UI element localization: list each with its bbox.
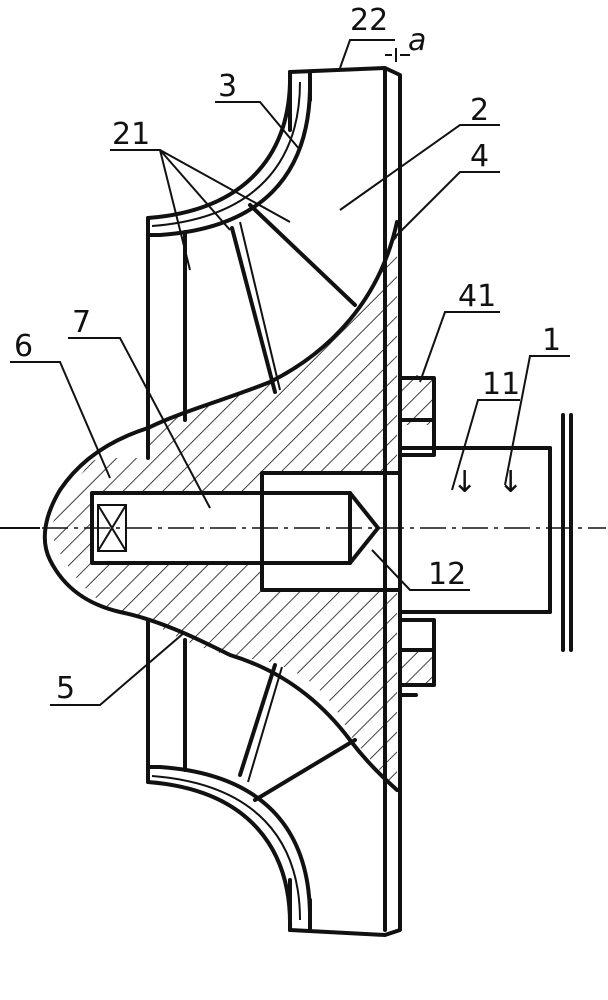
label-1: 1: [542, 323, 561, 358]
leader-41: [419, 311, 500, 383]
leader-7: [68, 337, 211, 509]
blade-top-2: [248, 203, 357, 307]
label-7: 7: [72, 305, 91, 340]
drive-shaft-outline: [398, 446, 552, 614]
label-21: 21: [112, 117, 150, 152]
blade-top-3: [239, 221, 281, 391]
leader-21: [110, 149, 291, 271]
front-shroud-bottom-outer: [146, 766, 293, 932]
label-2: 2: [470, 93, 489, 128]
front-shroud-top-inner: [146, 88, 312, 237]
leader-2: [339, 124, 500, 211]
label-11: 11: [482, 367, 520, 402]
label-3: 3: [218, 69, 237, 104]
label-41: 41: [458, 279, 496, 314]
shaft-mark-1: ↓: [452, 465, 477, 500]
blade-bottom-1: [238, 663, 277, 777]
front-shroud-bottom-mid: [151, 775, 301, 921]
blade-top-1: [230, 226, 277, 394]
bolt-head-cross: [97, 504, 127, 552]
leader-3: [215, 101, 301, 151]
seal-ring-bottom-section: [400, 650, 434, 685]
leader-5: [50, 631, 186, 706]
label-22: 22: [350, 3, 388, 38]
leader-22: [339, 39, 395, 69]
shaft-mark-2: ↓: [498, 465, 523, 500]
front-shroud-top-outer: [146, 70, 293, 234]
front-shroud-top-mid: [151, 81, 301, 227]
label-4: 4: [470, 139, 489, 174]
leader-4: [391, 171, 500, 241]
label-6: 6: [14, 329, 33, 364]
label-5: 5: [56, 671, 75, 706]
front-shroud-bottom-inner: [146, 765, 312, 914]
hub-profile: [42, 220, 399, 792]
leader-1: [504, 355, 570, 486]
label-a: a: [408, 23, 426, 58]
label-12: 12: [428, 557, 466, 592]
seal-ring-top-section: [400, 375, 434, 425]
blade-bottom-3: [247, 666, 283, 783]
leader-11: [451, 399, 520, 491]
leader-6: [10, 361, 111, 479]
blade-bottom-2: [253, 738, 357, 802]
leader-12: [371, 549, 470, 591]
shaft-bore-outline: [260, 471, 402, 592]
bolt-outline: [90, 491, 380, 565]
seal-ring-outline: [398, 376, 436, 687]
leader-a: [385, 48, 410, 62]
